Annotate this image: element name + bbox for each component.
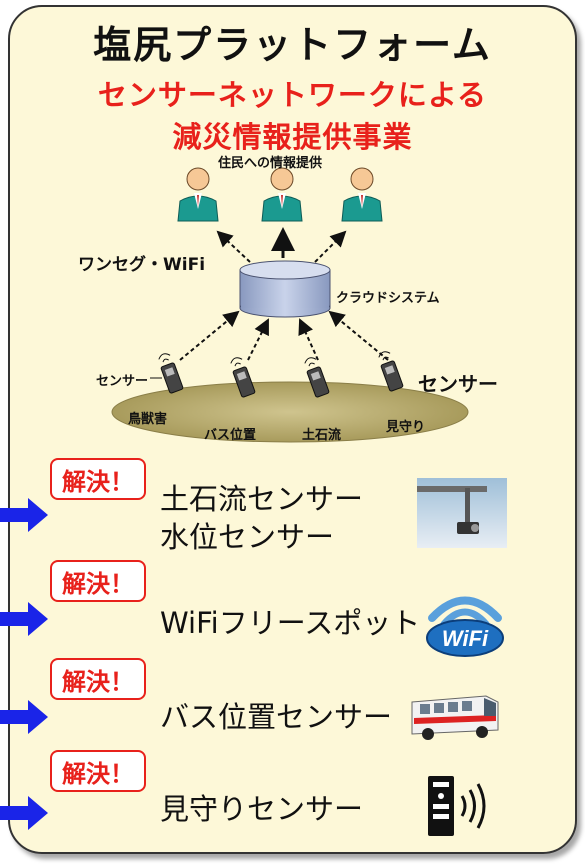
- arrow-right-icon: [0, 796, 48, 830]
- solution-text: バス位置センサー: [160, 700, 393, 734]
- arrow-sensor-to-cloud: [179, 310, 240, 361]
- network-label: ワンセグ・WiFi: [78, 255, 206, 275]
- sensor-device-icon: [230, 357, 256, 398]
- sensor-label-debris: 土石流: [302, 428, 342, 443]
- resident-person-icon: [177, 167, 219, 222]
- sensor-label-bus: バス位置: [204, 428, 257, 443]
- subtitle-line-1: センサーネットワークによる: [97, 78, 488, 112]
- arrow-right-icon: [0, 498, 48, 532]
- sensor-right-label: センサー: [418, 372, 498, 396]
- sensor-device-icon: [378, 351, 404, 392]
- solved-badge: 解決！: [50, 458, 146, 500]
- camera-sensor-photo-icon: [417, 478, 507, 548]
- subtitle-line-2: 減災情報提供事業: [172, 120, 413, 154]
- arrow-to-resident: [314, 230, 347, 263]
- arrow-to-resident: [216, 230, 251, 263]
- solved-badge: 解決！: [50, 750, 146, 792]
- arrow-sensor-to-cloud: [247, 318, 269, 361]
- residents-label: 住民への情報提供: [218, 156, 323, 171]
- sensor-label-wildlife: 鳥獣害: [128, 412, 168, 427]
- wifi-logo-text: WiFi: [442, 626, 489, 651]
- solution-text: WiFiフリースポット: [160, 606, 421, 640]
- solution-text: 土石流センサー: [160, 482, 364, 516]
- sensor-label-watch: 見守り: [386, 420, 426, 435]
- arrow-sensor-to-cloud: [328, 310, 389, 361]
- arrow-sensor-to-cloud: [298, 318, 319, 361]
- resident-person-icon: [261, 167, 303, 222]
- solved-badge: 解決！: [50, 658, 146, 700]
- resident-person-icon: [341, 167, 383, 222]
- ground-area: [111, 381, 469, 443]
- arrow-right-icon: [0, 700, 48, 734]
- solved-badge: 解決！: [50, 560, 146, 602]
- network-diagram: [111, 167, 469, 443]
- cloud-label: クラウドシステム: [336, 291, 440, 306]
- cloud-database-icon: [239, 260, 331, 318]
- wifi-logo-icon: WiFi: [426, 596, 504, 657]
- solution-text: 見守りセンサー: [160, 792, 364, 826]
- beacon-icon: [428, 776, 486, 836]
- sensor-left-label: センサー: [96, 374, 149, 389]
- sensor-device-icon: [304, 357, 330, 398]
- arrow-right-icon: [0, 602, 48, 636]
- page-title: 塩尻プラットフォーム: [93, 23, 492, 67]
- sensor-device-icon: [158, 353, 184, 394]
- solution-text: 水位センサー: [160, 520, 335, 554]
- bus-photo-icon: [411, 695, 499, 740]
